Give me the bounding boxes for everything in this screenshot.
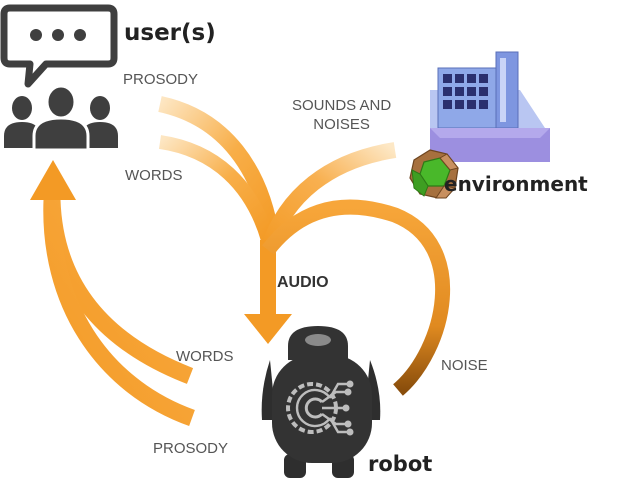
arrow-robot-prosody <box>30 160 195 426</box>
label-robot-prosody: PROSODY <box>153 440 229 457</box>
label-sounds-and-noises: SOUNDS AND NOISES <box>292 97 392 133</box>
label-robot-words: WORDS <box>176 348 234 365</box>
arrow-user-words <box>158 135 275 243</box>
arrow-user-prosody <box>158 96 280 242</box>
label-user-prosody: PROSODY <box>123 71 199 88</box>
chat-bubble-icon <box>0 4 118 88</box>
arrow-robot-noise <box>262 199 451 396</box>
arrow-audio-into-robot <box>244 240 292 344</box>
building-icon <box>430 51 550 162</box>
environment-title: environment <box>444 172 588 196</box>
label-noise: NOISE <box>441 357 488 374</box>
label-audio: AUDIO <box>277 274 329 291</box>
group-of-people-icon <box>4 84 118 152</box>
user-title: user(s) <box>124 20 216 46</box>
dodecahedron-icon <box>409 149 459 199</box>
robot-title: robot <box>368 452 433 476</box>
label-user-words: WORDS <box>125 167 183 184</box>
circuit-brain-icon <box>286 380 354 436</box>
